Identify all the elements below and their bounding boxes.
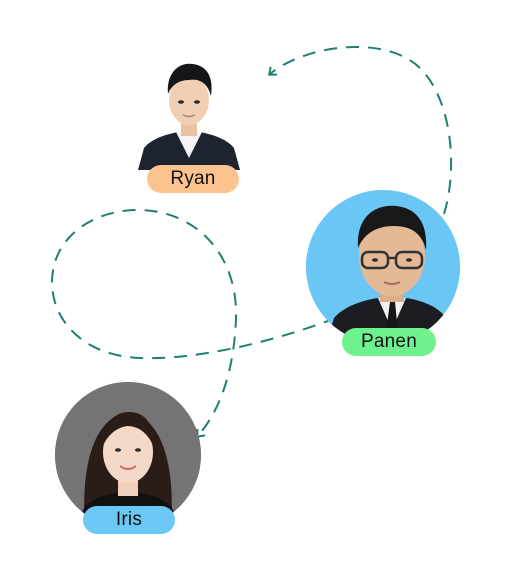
person-card-iris: Iris xyxy=(55,382,205,540)
name-label-ryan: Ryan xyxy=(147,165,239,193)
person-card-panen: Panen xyxy=(306,190,462,360)
name-label-panen: Panen xyxy=(342,328,436,356)
ryan-photo xyxy=(138,58,240,170)
panen-photo xyxy=(306,190,460,344)
arrow-panen-to-ryan xyxy=(268,45,453,215)
name-label-iris: Iris xyxy=(83,506,175,534)
person-card-ryan: Ryan xyxy=(130,58,250,198)
arrow-panen-to-iris xyxy=(50,208,337,438)
